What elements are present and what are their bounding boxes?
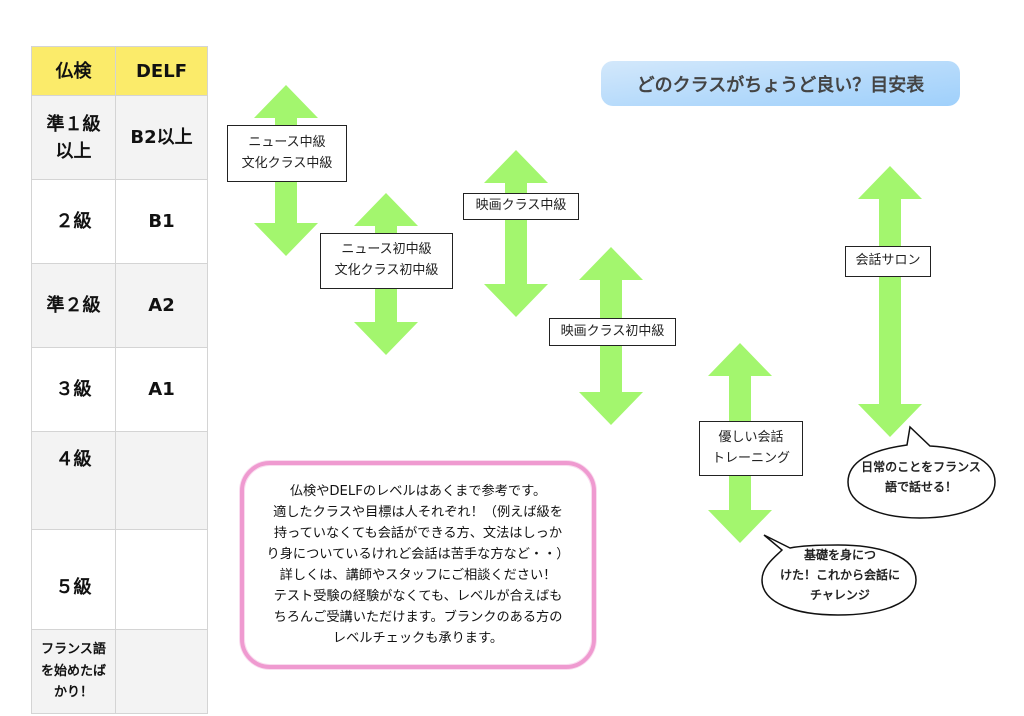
delf-cell: A1 xyxy=(115,347,208,432)
bubble-line: けた！これから会話に xyxy=(779,567,900,582)
note-box: 仏検やDELFのレベルはあくまで参考です。 適したクラスや目標は人それぞれ！（例… xyxy=(240,461,596,669)
bubble-line: チャレンジ xyxy=(810,587,870,602)
header-delf: DELF xyxy=(115,46,208,96)
table-header-row: 仏検 DELF xyxy=(31,46,208,96)
page-title: どのクラスがちょうど良い？目安表 xyxy=(601,61,960,106)
futsuken-cell: ５級 xyxy=(31,529,116,630)
futsuken-cell: ４級 xyxy=(31,431,116,530)
table-row: ４級 xyxy=(31,431,208,530)
class-label-movie-intermediate: 映画クラス中級 xyxy=(463,193,579,220)
class-label-line: ニュース中級 xyxy=(248,134,326,150)
table-row: 準１級 以上 B2以上 xyxy=(31,95,208,180)
table-row: ２級 B1 xyxy=(31,179,208,264)
delf-cell: B2以上 xyxy=(115,95,208,180)
header-futsuken: 仏検 xyxy=(31,46,116,96)
futsuken-line: 準１級 xyxy=(46,113,101,135)
delf-cell: A2 xyxy=(115,263,208,348)
double-arrow-icon xyxy=(858,166,922,437)
futsuken-line: を始めたば xyxy=(40,663,106,679)
note-text: 仏検やDELFのレベルはあくまで参考です。 適したクラスや目標は人それぞれ！（例… xyxy=(261,481,576,650)
futsuken-cell: ２級 xyxy=(31,179,116,264)
class-label-line: 映画クラス初中級 xyxy=(560,323,665,339)
note-line: 仏検やDELFのレベルはあくまで参考です。 xyxy=(289,483,547,499)
note-line: り身についているけれど会話は苦手な方など・・） xyxy=(266,546,570,562)
delf-cell xyxy=(115,629,208,714)
class-label-gentle-conversation-training: 優しい会話 トレーニング xyxy=(699,421,803,476)
speech-bubble-shape xyxy=(761,534,917,616)
bubble-line: 語で話せる！ xyxy=(884,479,957,494)
class-label-line: 会話サロン xyxy=(855,253,921,269)
note-line: 詳しくは、講師やスタッフにご相談ください！ xyxy=(279,568,557,583)
futsuken-cell: ３級 xyxy=(31,347,116,432)
note-line: テスト受験の経験がなくても、レベルが合えばも xyxy=(273,589,563,605)
futsuken-cell: 準２級 xyxy=(31,263,116,348)
class-label-line: トレーニング xyxy=(711,450,790,466)
class-label-line: 映画クラス中級 xyxy=(475,198,567,214)
futsuken-line: フランス語 xyxy=(41,642,106,658)
class-label-line: 文化クラス中級 xyxy=(241,155,333,171)
class-label-news-culture-intermediate: ニュース中級 文化クラス中級 xyxy=(227,125,347,182)
class-label-conversation-salon: 会話サロン xyxy=(845,246,931,277)
table-row: 準２級 A2 xyxy=(31,263,208,348)
delf-cell xyxy=(115,431,208,530)
level-table: 仏検 DELF 準１級 以上 B2以上 ２級 B1 準２級 A2 ３級 A1 ４… xyxy=(31,46,208,714)
speech-bubble-basics-done: 基礎を身につ けた！これから会話に チャレンジ xyxy=(770,546,910,605)
table-row: フランス語 を始めたば かり！ xyxy=(31,629,208,714)
note-line: レベルチェックも承ります。 xyxy=(332,631,504,647)
class-label-line: ニュース初中級 xyxy=(341,242,432,258)
bubble-line: 基礎を身につ xyxy=(803,548,876,562)
double-arrow-icon xyxy=(484,150,548,317)
speech-bubble-daily-conversation: 日常のことをフランス 語で話せる！ xyxy=(852,458,990,498)
class-label-line: 優しい会話 xyxy=(718,429,784,445)
table-row: ５級 xyxy=(31,529,208,630)
delf-cell xyxy=(115,529,208,630)
note-line: ちろんご受講いただけます。ブランクのある方の xyxy=(273,610,563,626)
note-line: 適したクラスや目標は人それぞれ！（例えば級を xyxy=(273,504,563,520)
class-label-news-culture-lower-intermediate: ニュース初中級 文化クラス初中級 xyxy=(320,233,453,289)
futsuken-cell: フランス語 を始めたば かり！ xyxy=(31,629,116,714)
class-label-movie-lower-intermediate: 映画クラス初中級 xyxy=(549,318,676,346)
speech-bubble-shape xyxy=(847,425,996,519)
table-row: ３級 A1 xyxy=(31,347,208,432)
class-label-line: 文化クラス初中級 xyxy=(334,263,439,278)
bubble-line: 日常のことをフランス xyxy=(861,460,981,474)
futsuken-line: 以上 xyxy=(55,140,92,162)
note-line: 持っていなくても会話ができる方、文法はしっか xyxy=(273,525,563,541)
futsuken-line: かり！ xyxy=(53,685,93,701)
